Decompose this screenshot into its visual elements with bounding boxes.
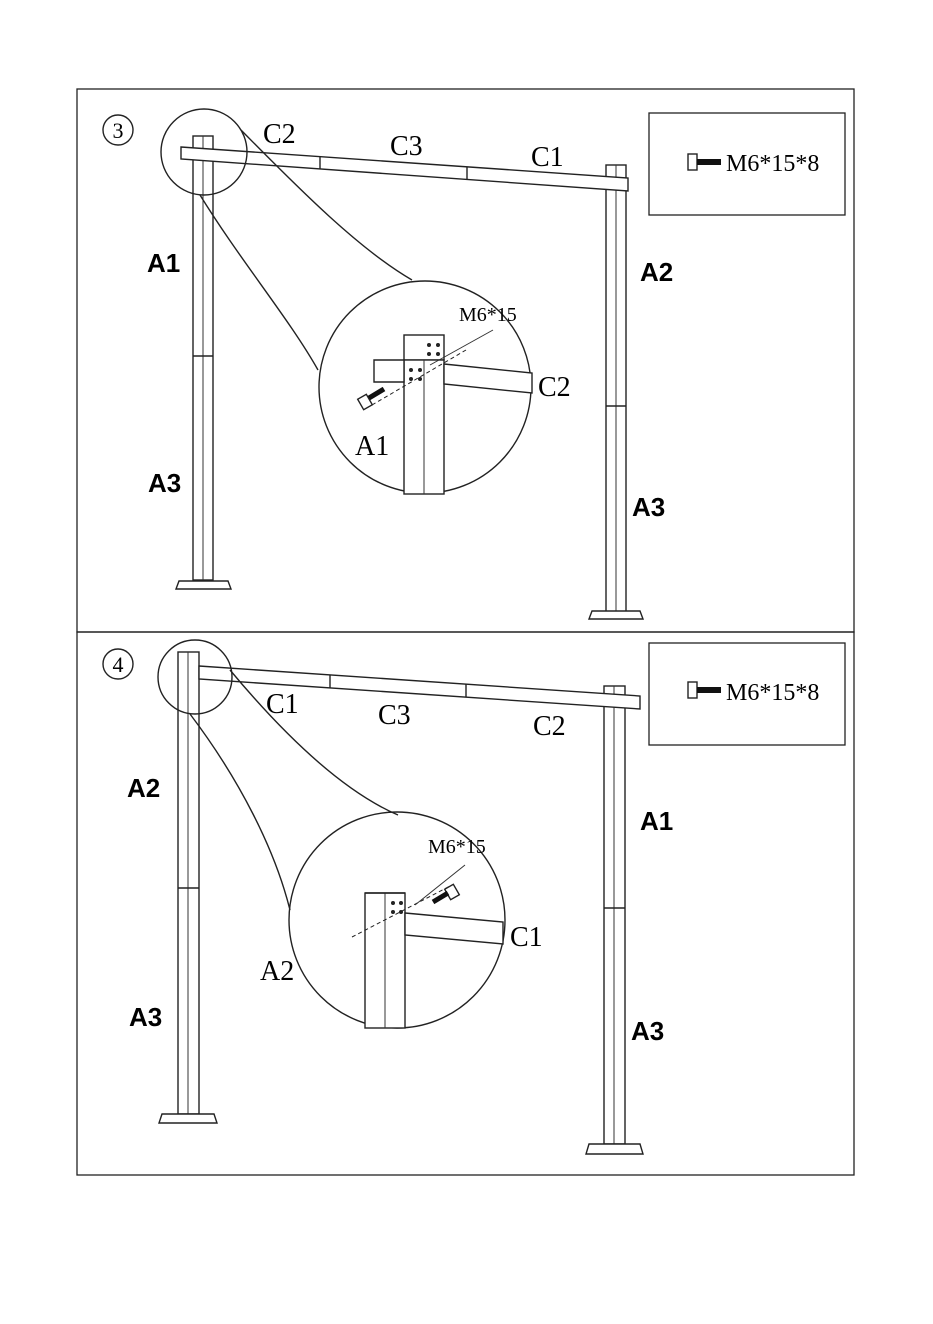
step-3-right-post [589,165,643,619]
step-4-detail-beam-label: C1 [510,922,543,953]
step-3-detail-post-label: A1 [355,431,389,462]
step-4-label-left-upper: A2 [127,773,160,803]
step-3-label-left-upper: A1 [147,248,180,278]
step-3-label-top-mid: C3 [390,131,423,162]
step-4-detail-bolt-label: M6*15 [428,836,486,858]
step-3-hardware-label: M6*15*8 [726,151,819,177]
step-4-panel: 4 M6*15*8 [77,632,854,1175]
step-4-detail-drawing [352,865,503,1028]
step-3-label-top-left: C2 [263,119,296,150]
step-3-label-right-lower: A3 [632,492,665,522]
step-3-left-post [176,136,231,589]
step-4-right-post [586,686,643,1154]
step-3-panel: 3 M6*15*8 [77,89,854,632]
step-3-detail-bolt-label: M6*15 [459,304,517,326]
step-4-number: 4 [113,652,124,677]
detail-bolt-icon [358,389,384,410]
step-4-label-top-left: C1 [266,689,299,720]
step-4-label-right-upper: A1 [640,806,673,836]
step-3-detail-beam-label: C2 [538,372,571,403]
step-4-label-left-lower: A3 [129,1002,162,1032]
step-3-detail-drawing [358,330,532,494]
step-4-label-right-lower: A3 [631,1016,664,1046]
step-4-hardware-label: M6*15*8 [726,680,819,706]
bolt-icon [688,682,721,698]
bolt-icon [688,154,721,170]
step-4-label-top-right: C2 [533,711,566,742]
step-4-detail-post-label: A2 [260,956,294,987]
step-3-number: 3 [113,118,124,143]
step-4-left-post [159,652,217,1123]
step-4-label-top-mid: C3 [378,700,411,731]
step-3-label-left-lower: A3 [148,468,181,498]
step-3-label-right-upper: A2 [640,257,673,287]
step-3-label-top-right: C1 [531,142,564,173]
